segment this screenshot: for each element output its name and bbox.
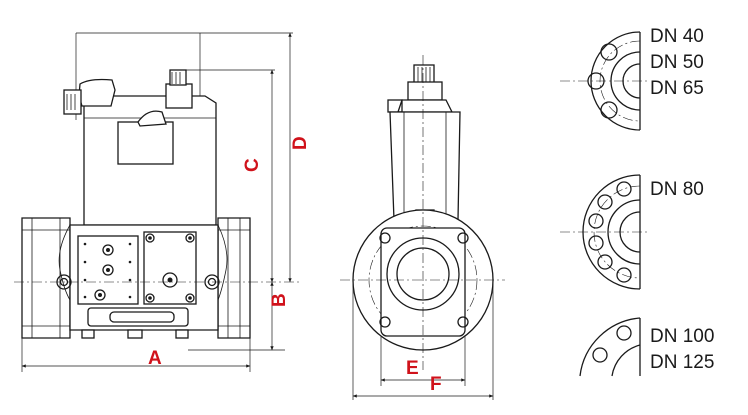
side-body (380, 227, 466, 337)
bottom-plate (87, 307, 189, 327)
dim-label-e: E (406, 358, 419, 379)
top-knob (169, 69, 187, 86)
flange-label: DN 80 (650, 179, 704, 200)
adjust-gear (137, 110, 167, 127)
pressure-plate (143, 231, 197, 305)
side-housing (389, 111, 461, 221)
flange-label: DN 65 (650, 78, 704, 99)
flange-label: DN 125 (650, 352, 714, 373)
top-cap (165, 83, 193, 109)
side-view: E F (340, 55, 505, 400)
dim-label-d: D (290, 136, 311, 150)
left-flange (21, 217, 71, 339)
flange-label: DN 100 (650, 326, 714, 347)
dim-label-b: B (269, 293, 290, 307)
flange-label: DN 40 (650, 26, 704, 47)
flange-label: DN 50 (650, 52, 704, 73)
flange-detail-dn80: DN 80 (560, 174, 704, 290)
flange-detail-dn100-125: DN 100 DN 125 (579, 317, 714, 377)
side-top-knob (413, 64, 435, 84)
side-cap (407, 81, 443, 101)
plate-screws (83, 242, 132, 299)
front-view: A B C D (14, 32, 311, 372)
coil-connector (78, 78, 116, 107)
cable-gland (63, 89, 82, 115)
side-housing-top (397, 99, 454, 113)
dim-label-c: C (242, 158, 263, 172)
flange-detail-dn40-65: DN 40 DN 50 DN 65 (560, 26, 704, 131)
dim-label-a: A (148, 348, 162, 369)
dim-label-f: F (430, 374, 442, 395)
